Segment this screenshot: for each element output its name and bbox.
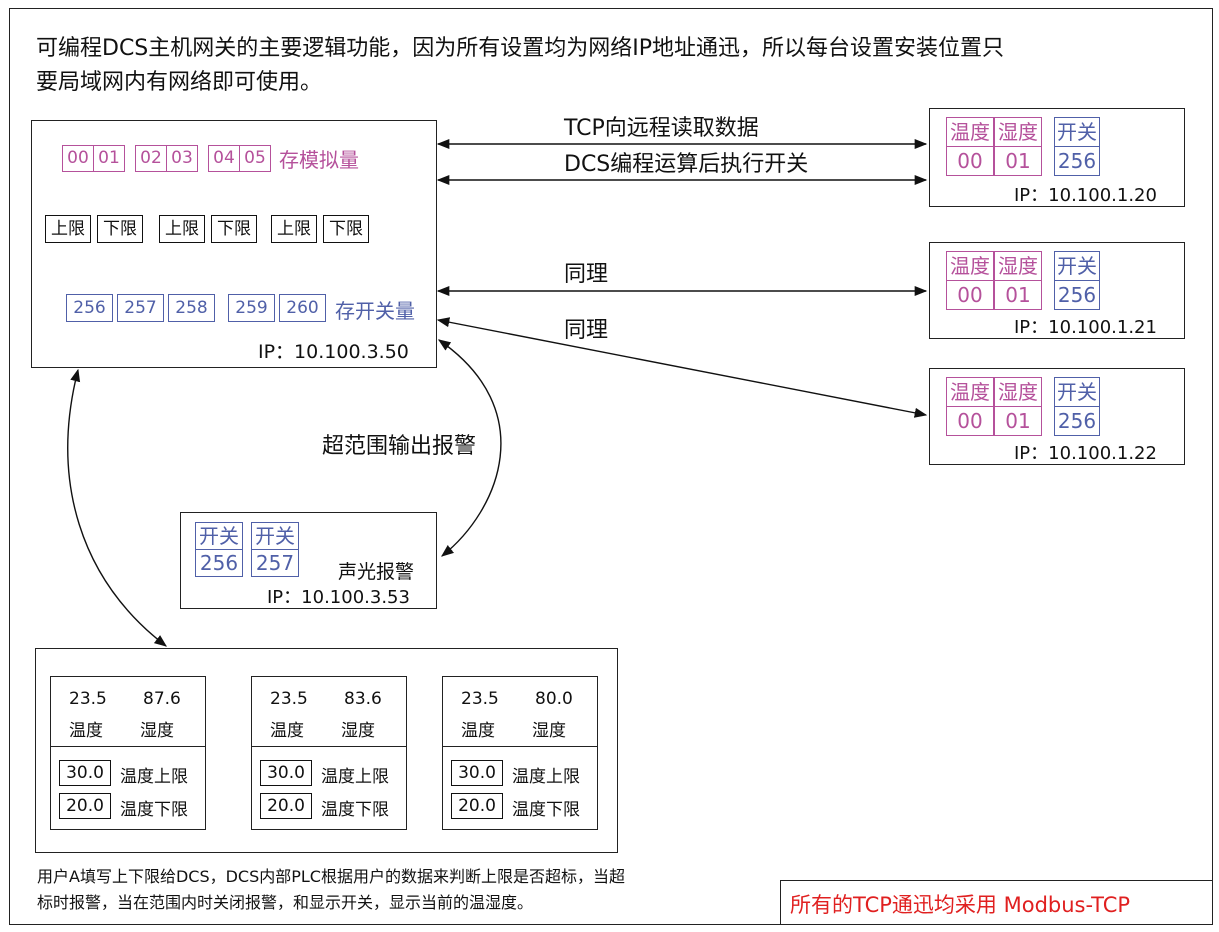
limit-upper-box: 上限	[271, 215, 317, 243]
hum-value: 80.0	[535, 689, 573, 709]
temp-reg: 00	[946, 146, 994, 176]
temp-label: 温度	[946, 117, 994, 147]
temp-label: 温度	[946, 377, 994, 407]
switch-cell: 257	[117, 294, 164, 322]
switch-cell: 258	[168, 294, 215, 322]
footer-note-2: 标时报警，当在范围内时关闭报警，和显示开关，显示当前的温湿度。	[37, 893, 534, 912]
hum-value: 83.6	[344, 689, 382, 709]
limit-lower-box: 下限	[211, 215, 257, 243]
temp-reg: 00	[946, 406, 994, 436]
protocol-box: 所有的TCP通迅均采用 Modbus-TCP	[780, 880, 1213, 925]
switch-label: 开关	[1054, 251, 1100, 281]
temp-upper-label: 温度上限	[512, 767, 580, 787]
host-ip: IP：10.100.3.50	[258, 341, 409, 363]
switch-label: 存开关量	[335, 299, 415, 323]
remote-device-box: 温度 湿度 00 01 开关 256 IP：10.100.1.20	[929, 108, 1185, 207]
switch-reg: 256	[1054, 406, 1100, 436]
temp-label: 温度	[461, 721, 495, 741]
temp-lower-label: 温度下限	[321, 800, 389, 820]
intro-line-1: 可编程DCS主机网关的主要逻辑功能，因为所有设置均为网络IP地址通迅，所以每台设…	[36, 36, 1005, 61]
hum-label: 湿度	[341, 721, 375, 741]
panel-divider	[252, 746, 406, 747]
alarm-switch-reg: 256	[195, 549, 243, 577]
temp-label: 温度	[270, 721, 304, 741]
panel-divider	[51, 746, 205, 747]
analog-cell: 03	[166, 145, 198, 172]
alarm-name: 声光报警	[338, 561, 415, 583]
dcs-exec-label: DCS编程运算后执行开关	[564, 152, 809, 177]
temp-value: 23.5	[69, 689, 107, 709]
alarm-device-box: 开关 256 开关 257 声光报警 IP：10.100.3.53	[180, 512, 437, 609]
alarm-switch-reg: 257	[251, 549, 299, 577]
tcp-read-label: TCP向远程读取数据	[564, 116, 759, 141]
temp-upper-label: 温度上限	[120, 767, 188, 787]
device-ip: IP：10.100.1.20	[1014, 185, 1157, 206]
temp-upper-input[interactable]: 30.0	[260, 760, 312, 786]
temp-upper-label: 温度上限	[321, 767, 389, 787]
temp-reg: 00	[946, 280, 994, 310]
hum-value: 87.6	[143, 689, 181, 709]
remote-device-box: 温度 湿度 00 01 开关 256 IP：10.100.1.21	[929, 242, 1185, 339]
protocol-text: 所有的TCP通迅均采用 Modbus-TCP	[790, 893, 1131, 917]
device-ip: IP：10.100.1.22	[1014, 443, 1157, 464]
switch-reg: 256	[1054, 146, 1100, 176]
device-ip: IP：10.100.1.21	[1014, 317, 1157, 338]
temp-lower-label: 温度下限	[512, 800, 580, 820]
hum-label: 湿度	[994, 117, 1042, 147]
switch-label: 开关	[1054, 117, 1100, 147]
switch-reg: 256	[1054, 280, 1100, 310]
switch-label: 开关	[1054, 377, 1100, 407]
same-label-1: 同理	[564, 262, 609, 287]
dcs-host-box: 00 01 02 03 04 05 存模拟量 上限 下限 上限 下限 上限 下限…	[31, 120, 437, 368]
hum-label: 湿度	[532, 721, 566, 741]
switch-cell: 259	[228, 294, 275, 322]
limit-lower-box: 下限	[97, 215, 143, 243]
switch-cell: 256	[66, 294, 113, 322]
alarm-ip: IP：10.100.3.53	[267, 587, 410, 608]
temp-lower-input[interactable]: 20.0	[451, 793, 503, 819]
temp-lower-input[interactable]: 20.0	[260, 793, 312, 819]
same-label-2: 同理	[564, 318, 609, 343]
limit-upper-box: 上限	[159, 215, 205, 243]
hum-label: 湿度	[994, 251, 1042, 281]
analog-cell: 02	[135, 145, 167, 172]
temp-upper-input[interactable]: 30.0	[451, 760, 503, 786]
hum-reg: 01	[994, 280, 1042, 310]
analog-cell: 01	[93, 145, 125, 172]
hum-label: 湿度	[140, 721, 174, 741]
limit-upper-box: 上限	[45, 215, 91, 243]
alarm-out-label: 超范围输出报警	[322, 434, 477, 459]
analog-cell: 05	[239, 145, 271, 172]
footer-note-1: 用户A填写上下限给DCS，DCS内部PLC根据用户的数据来判断上限是否超标，当超	[37, 867, 625, 886]
temp-value: 23.5	[461, 689, 499, 709]
limit-lower-box: 下限	[323, 215, 369, 243]
temp-upper-input[interactable]: 30.0	[59, 760, 111, 786]
temp-lower-label: 温度下限	[120, 800, 188, 820]
user-curve-arrow	[67, 368, 167, 647]
analog-cell: 00	[62, 145, 94, 172]
user-panel: 23.5 80.0 温度 湿度 30.0 温度上限 20.0 温度下限	[442, 676, 598, 830]
analog-cell: 04	[208, 145, 240, 172]
temp-label: 温度	[946, 251, 994, 281]
analog-label: 存模拟量	[279, 148, 359, 172]
hum-reg: 01	[994, 406, 1042, 436]
temp-lower-input[interactable]: 20.0	[59, 793, 111, 819]
alarm-switch-label: 开关	[195, 522, 243, 550]
hum-reg: 01	[994, 146, 1042, 176]
remote-device-box: 温度 湿度 00 01 开关 256 IP：10.100.1.22	[929, 368, 1185, 465]
user-panel: 23.5 83.6 温度 湿度 30.0 温度上限 20.0 温度下限	[251, 676, 407, 830]
panel-divider	[443, 746, 597, 747]
user-panel: 23.5 87.6 温度 湿度 30.0 温度上限 20.0 温度下限	[50, 676, 206, 830]
hum-label: 湿度	[994, 377, 1042, 407]
alarm-switch-label: 开关	[251, 522, 299, 550]
switch-cell: 260	[279, 294, 326, 322]
same-arrow-2	[436, 317, 928, 418]
temp-value: 23.5	[270, 689, 308, 709]
temp-label: 温度	[69, 721, 103, 741]
diagram-frame	[9, 8, 1213, 925]
intro-line-2: 要局域网内有网络即可使用。	[36, 70, 323, 95]
alarm-curve-arrow	[437, 339, 502, 557]
